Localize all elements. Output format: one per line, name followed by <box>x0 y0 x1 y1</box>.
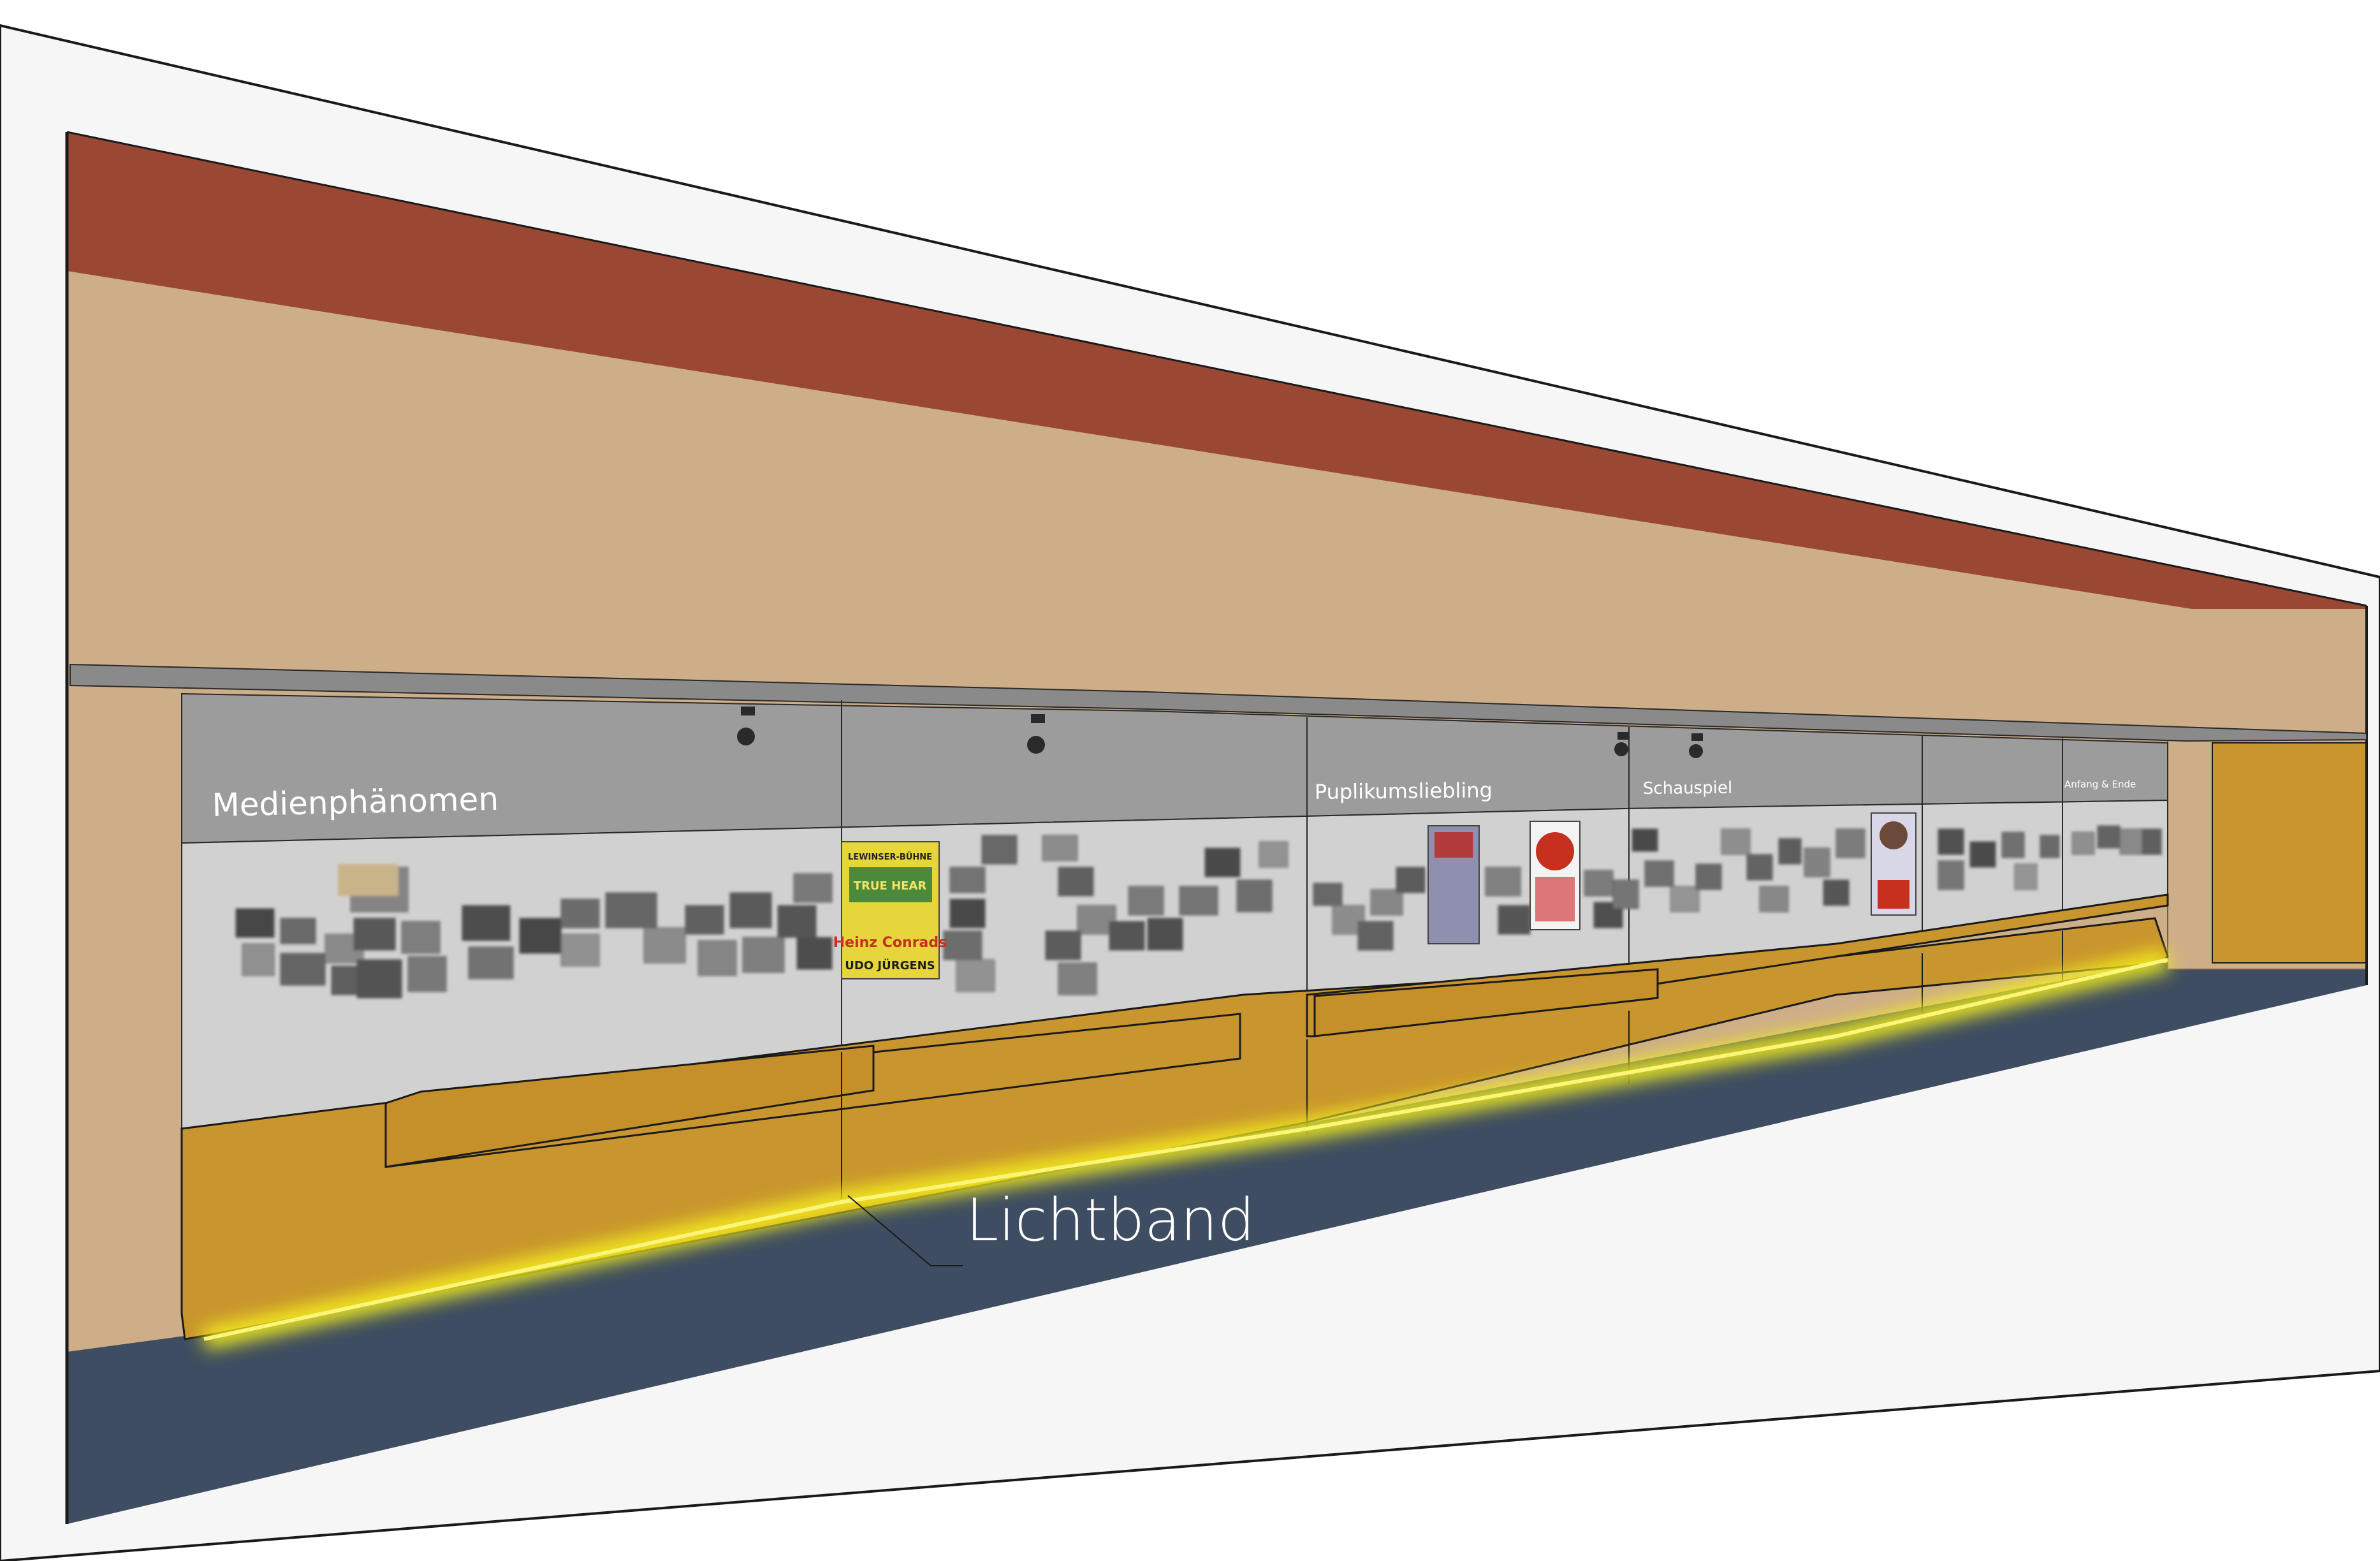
photo-tile <box>1179 886 1218 916</box>
photo-tile <box>2097 825 2121 849</box>
photo-tile <box>1058 962 1097 995</box>
photo-tile <box>2014 863 2038 890</box>
photo-tile <box>462 905 511 941</box>
photo-tile <box>1357 921 1394 951</box>
photo-tile <box>1836 828 1865 858</box>
poster-line-2: TRUE HEAR <box>854 879 927 893</box>
spotlight-icon <box>1689 733 1703 758</box>
photo-tile <box>643 927 686 964</box>
photo-tile <box>2119 828 2146 855</box>
photo-tile <box>1759 886 1789 912</box>
photo-tile <box>2071 832 2095 855</box>
light-rail <box>69 663 2367 742</box>
photo-tile <box>1204 847 1241 877</box>
photo-tile <box>468 946 514 979</box>
photo-tile <box>1128 886 1164 916</box>
photo-tile <box>1612 879 1639 909</box>
photo-tile <box>2040 835 2060 858</box>
photo-tile <box>1632 828 1658 852</box>
photo-tile <box>1969 841 1996 868</box>
photo-tile <box>338 864 398 896</box>
photo-tile <box>560 898 600 928</box>
ceiling <box>67 132 2367 611</box>
photo-tile <box>793 873 833 903</box>
photo-tile <box>981 835 1018 865</box>
poster-line-3: Heinz Conrads <box>833 935 947 951</box>
photo-tile <box>401 921 441 954</box>
photo-tile <box>1746 854 1773 881</box>
spotlights <box>737 707 1703 758</box>
photo-tile <box>280 953 326 986</box>
end-wall-cabinet <box>2212 742 2367 964</box>
photo-tile <box>1938 860 1964 890</box>
display-cabinet-segments <box>384 893 2169 1168</box>
photo-tile <box>235 908 275 938</box>
lichtband-leader-line <box>847 1195 963 1266</box>
photo-tile <box>356 959 402 999</box>
photo-tile <box>1236 879 1273 912</box>
photo-tile <box>1485 867 1521 897</box>
poster-line-1: LEWINSER-BÜHNE <box>848 852 932 862</box>
event-posters <box>1427 812 1916 944</box>
photo-tile <box>685 905 724 935</box>
photo-tile <box>1823 879 1850 906</box>
zone-label-anfang-ende: Anfang & Ende <box>2064 779 2136 790</box>
photo-tile <box>605 892 657 928</box>
photo-tile <box>2142 828 2162 855</box>
photo-tile <box>1695 863 1722 890</box>
photo-tile <box>1370 889 1403 916</box>
photo-tile <box>353 918 396 951</box>
photo-tile <box>1644 860 1674 887</box>
photo-tile <box>242 943 275 976</box>
spotlight-icon <box>1614 732 1629 756</box>
photo-tile <box>697 940 737 976</box>
photo-tile <box>2001 832 2025 858</box>
photo-tile <box>519 918 562 954</box>
photo-tile <box>742 937 785 973</box>
concert-poster: LEWINSER-BÜHNE TRUE HEAR Heinz Conrads U… <box>833 841 947 979</box>
photo-tile <box>407 956 447 992</box>
photo-tile <box>1058 867 1094 897</box>
photo-tile <box>1778 838 1802 865</box>
poster-line-4: UDO JÜRGENS <box>845 958 935 972</box>
photo-tile <box>796 937 833 970</box>
photo-tile <box>1498 905 1531 935</box>
photo-tile <box>1584 870 1614 897</box>
photo-tile <box>1045 930 1081 960</box>
photo-tile <box>1313 883 1343 906</box>
photo-tile <box>949 898 986 928</box>
photo-tile <box>956 959 995 992</box>
photo-tile <box>1670 886 1700 912</box>
photo-tile <box>1938 828 1964 855</box>
photo-tile <box>729 892 772 928</box>
photo-tile <box>1259 841 1289 868</box>
photo-tile <box>1147 918 1183 951</box>
photo-tile <box>1396 867 1426 893</box>
light-band <box>201 949 2170 1350</box>
spotlight-icon <box>737 707 755 745</box>
photo-tile <box>943 930 982 960</box>
floor <box>67 963 2367 1524</box>
photo-tile <box>1042 835 1078 861</box>
photo-tile <box>560 934 600 967</box>
photo-tile <box>777 905 817 938</box>
photo-tile <box>1721 828 1751 855</box>
lichtband-label: Lichtband <box>966 1186 1255 1254</box>
zone-label-medienphaenomen: Medienphänomen <box>212 780 499 824</box>
photo-collage <box>235 825 2162 999</box>
photo-tile <box>280 918 316 944</box>
photo-tile <box>1804 847 1830 877</box>
photo-tile <box>1109 921 1145 951</box>
zone-label-puplikumsliebling: Puplikumsliebling <box>1315 778 1493 804</box>
photo-tile <box>949 867 986 893</box>
ceiling-edge <box>66 131 2367 607</box>
spotlight-icon <box>1027 714 1045 754</box>
zone-label-schauspiel: Schauspiel <box>1643 779 1732 798</box>
